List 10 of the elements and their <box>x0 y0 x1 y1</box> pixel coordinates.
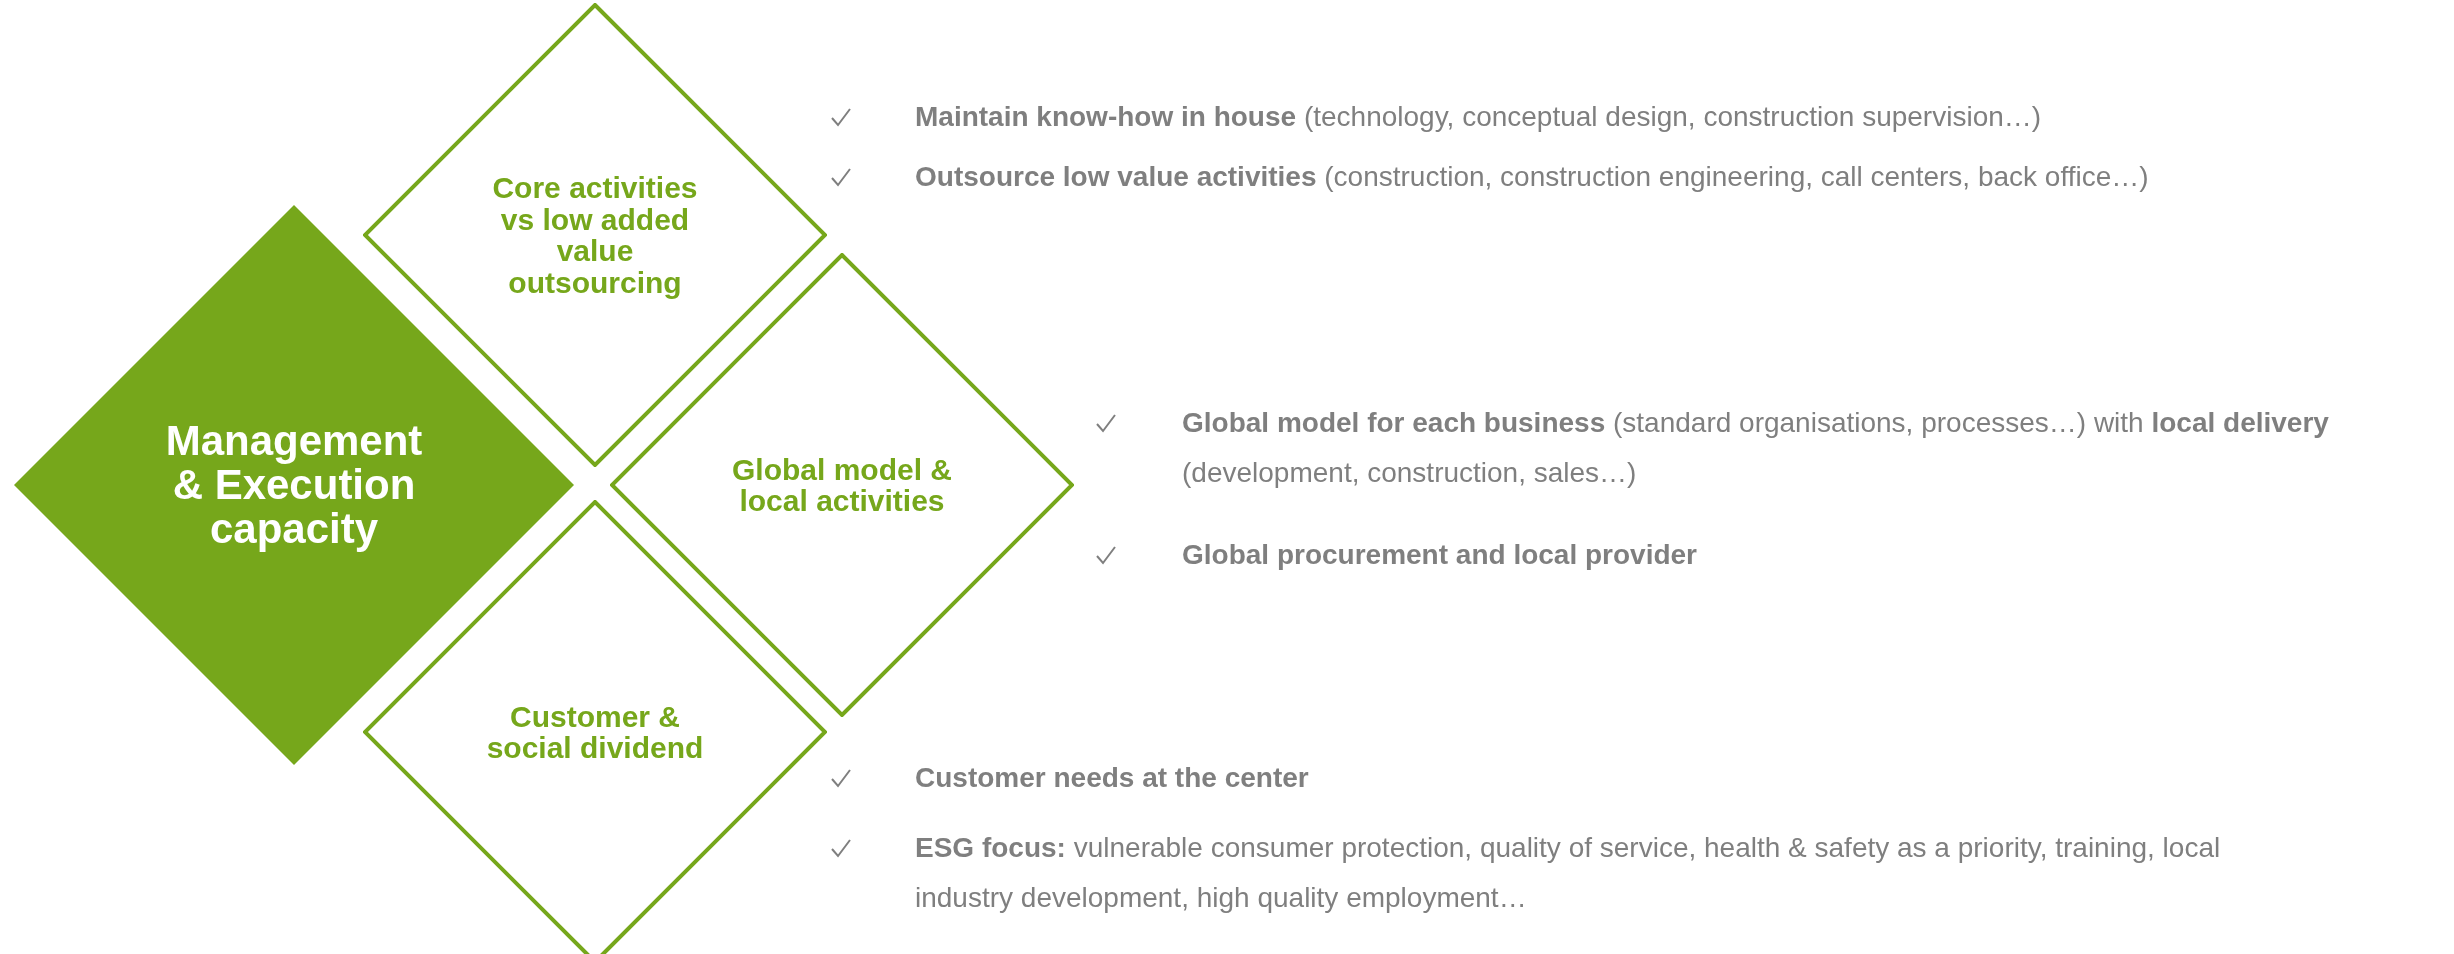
bullet-text: Maintain know-how in house (technology, conceptual design, construction supervision…) <box>915 100 2043 134</box>
bullet-text: Outsource low value activities (construction, construction engineering, call centers, back office…) <box>915 160 2150 194</box>
bullet-text: Customer needs at the center <box>915 761 1310 795</box>
diamond-label: Core activities vs low added value outsourcing <box>491 172 699 298</box>
diamond-label: Global model & local activities <box>731 453 953 517</box>
bullet-text: Global procurement and local provider <box>1182 538 1698 572</box>
bullet-text: ESG focus: vulnerable consumer protection, quality of service, health & safety as a priority, training, local industry development, high quality employment… <box>915 831 2222 915</box>
diamond-label: Management & Execution capacity <box>164 418 424 552</box>
bullet-text: Global model for each business (standard organisations, processes…) with local delivery (development, construction, sales…) <box>1182 406 2330 490</box>
diamond-label: Customer & social dividend <box>485 700 705 764</box>
